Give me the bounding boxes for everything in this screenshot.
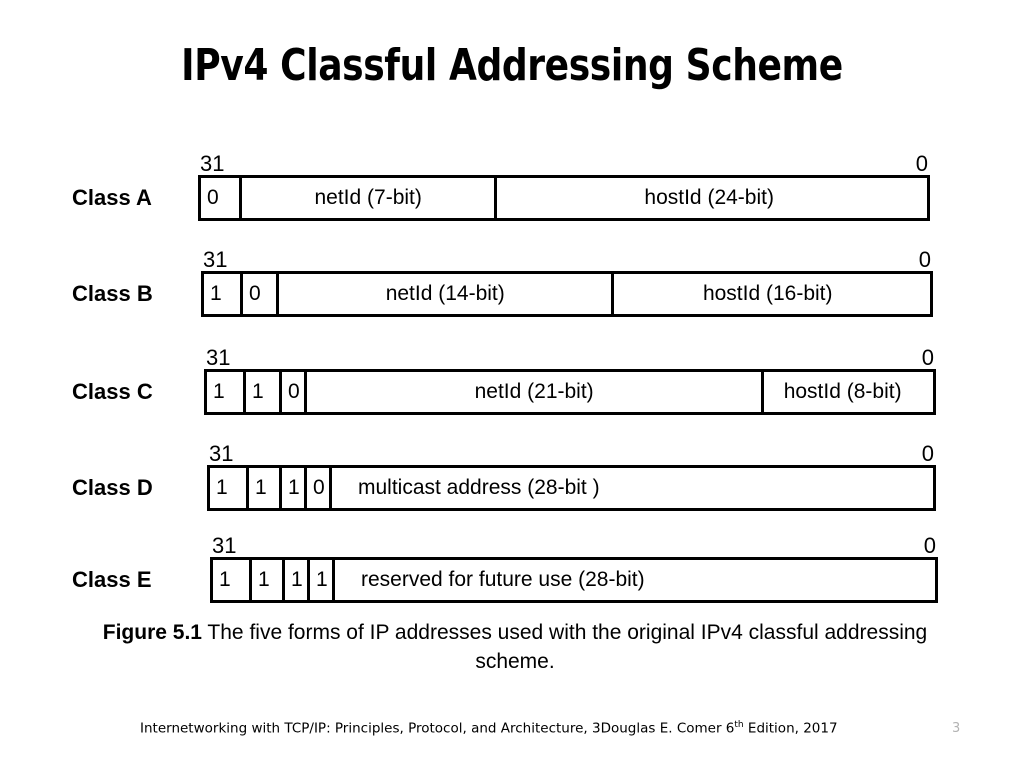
prefix-bit-cell: 1 [204,274,240,314]
class-label: Class C [72,379,153,404]
prefix-bit-cell: 0 [240,274,276,314]
figure-caption-text: The five forms of IP addresses used with… [201,621,928,673]
prefix-bit-cell: 1 [307,560,332,600]
bit-index-msb-label: 31 [206,345,231,370]
prefix-bit-cell: 0 [201,178,239,218]
prefix-bit-cell: 0 [279,372,304,412]
bit-index-lsb-label: 0 [921,441,934,466]
figure-caption: Figure 5.1 The five forms of IP addresse… [95,618,935,676]
prefix-bit-cell: 1 [279,468,304,508]
footer-text-tail: Edition, 2017 [743,720,838,737]
address-field-cell: reserved for future use (28-bit) [332,560,935,600]
class-label: Class D [72,475,153,500]
bit-index-msb-label: 31 [209,441,234,466]
page-title: IPv4 Classful Addressing Scheme [181,40,843,91]
address-field-cell: hostId (8-bit) [761,372,921,412]
prefix-bit-cell: 1 [243,372,279,412]
prefix-bit-cell: 1 [246,468,279,508]
bit-index-lsb-label: 0 [915,151,928,176]
address-field-cell: hostId (16-bit) [611,274,921,314]
prefix-bit-cell: 1 [282,560,307,600]
slide-page-number: 3 [952,721,961,736]
prefix-bit-cell: 1 [207,372,243,412]
bit-index-msb-label: 31 [200,151,225,176]
address-field-cell: netId (7-bit) [239,178,495,218]
footer-text-main: Internetworking with TCP/IP: Principles,… [140,720,735,737]
footer-ordinal-suffix: th [734,720,744,730]
slide-footer-citation: Internetworking with TCP/IP: Principles,… [140,720,838,737]
bit-index-msb-label: 31 [212,533,237,558]
bit-index-lsb-label: 0 [918,247,931,272]
class-label: Class A [72,185,152,210]
prefix-bit-cell: 1 [249,560,282,600]
class-label: Class B [72,281,153,306]
figure-number: Figure 5.1 [102,621,202,644]
address-field-cell: netId (14-bit) [276,274,612,314]
class-label: Class E [72,567,152,592]
bit-index-lsb-label: 0 [923,533,936,558]
prefix-bit-cell: 1 [213,560,249,600]
address-field-cell: multicast address (28-bit ) [329,468,933,508]
bit-index-lsb-label: 0 [921,345,934,370]
bit-index-msb-label: 31 [203,247,228,272]
address-field-cell: hostId (24-bit) [494,178,921,218]
address-field-cell: netId (21-bit) [304,372,762,412]
prefix-bit-cell: 0 [304,468,329,508]
prefix-bit-cell: 1 [210,468,246,508]
